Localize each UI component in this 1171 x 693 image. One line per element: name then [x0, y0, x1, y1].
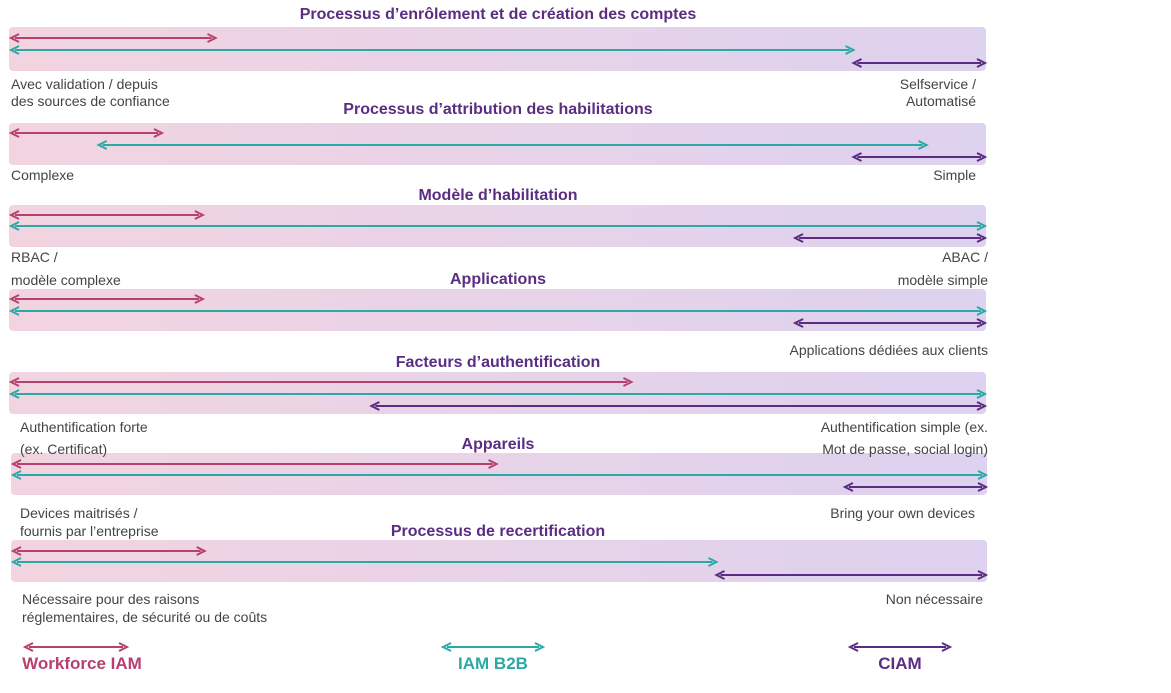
left-extreme-label: Nécessaire pour des raisons: [22, 591, 200, 607]
right-extreme-label: Bring your own devices: [830, 505, 975, 521]
right-extreme-label: modèle simple: [897, 272, 988, 288]
left-extreme-label: (ex. Certificat): [20, 441, 108, 457]
row-title: Applications: [449, 271, 547, 288]
b2b-arrow: [8, 221, 988, 231]
row-title: Processus de recertification: [390, 523, 606, 540]
row-title: Processus d’attribution des habilitation…: [343, 101, 653, 118]
right-extreme-label: Mot de passe, social login): [822, 441, 988, 457]
row-title: Appareils: [461, 436, 535, 453]
legend-label-ciam: CIAM: [878, 654, 922, 673]
legend-ciam-arrow: [847, 642, 953, 652]
ciam-arrow: [792, 318, 988, 328]
left-extreme-label: modèle complexe: [11, 272, 121, 288]
b2b-arrow: [10, 470, 989, 480]
right-extreme-label: Simple: [933, 167, 976, 183]
right-extreme-label: Non nécessaire: [885, 591, 983, 607]
ciam-arrow: [851, 152, 988, 162]
legend-label-b2b: IAM B2B: [458, 654, 528, 673]
workforce-arrow: [8, 294, 206, 304]
row-title: Modèle d’habilitation: [418, 187, 578, 204]
left-extreme-label: Authentification forte: [20, 419, 148, 435]
b2b-arrow: [8, 306, 988, 316]
b2b-arrow: [10, 557, 719, 567]
right-extreme-label: Authentification simple (ex.: [820, 419, 988, 435]
row-title: Processus d’enrôlement et de création de…: [299, 6, 697, 23]
workforce-arrow: [10, 546, 207, 556]
ciam-arrow: [369, 401, 988, 411]
row-title: Facteurs d’authentification: [395, 354, 601, 371]
b2b-arrow: [8, 45, 856, 55]
legend-b2b-arrow: [440, 642, 546, 652]
workforce-arrow: [8, 128, 165, 138]
left-extreme-label: RBAC /: [11, 249, 58, 265]
workforce-arrow: [8, 377, 634, 387]
left-extreme-label: réglementaires, de sécurité ou de coûts: [22, 609, 268, 625]
ciam-arrow: [714, 570, 989, 580]
ciam-arrow: [851, 58, 988, 68]
workforce-arrow: [10, 459, 499, 469]
workforce-arrow: [8, 33, 218, 43]
right-extreme-label: Selfservice /: [899, 76, 976, 92]
workforce-arrow: [8, 210, 206, 220]
right-extreme-label: Applications dédiées aux clients: [789, 342, 988, 358]
left-extreme-label: Complexe: [11, 167, 75, 183]
ciam-arrow: [792, 233, 988, 243]
right-extreme-label: Automatisé: [905, 93, 976, 109]
legend-label-workforce: Workforce IAM: [22, 654, 142, 673]
left-extreme-label: Avec validation / depuis: [11, 76, 158, 92]
left-extreme-label: fournis par l’entreprise: [20, 523, 159, 539]
right-extreme-label: ABAC /: [942, 249, 988, 265]
ciam-arrow: [842, 482, 989, 492]
b2b-arrow: [96, 140, 929, 150]
left-extreme-label: des sources de confiance: [11, 93, 170, 109]
left-extreme-label: Devices maitrisés /: [20, 505, 138, 521]
legend-workforce-arrow: [22, 642, 130, 652]
b2b-arrow: [8, 389, 988, 399]
